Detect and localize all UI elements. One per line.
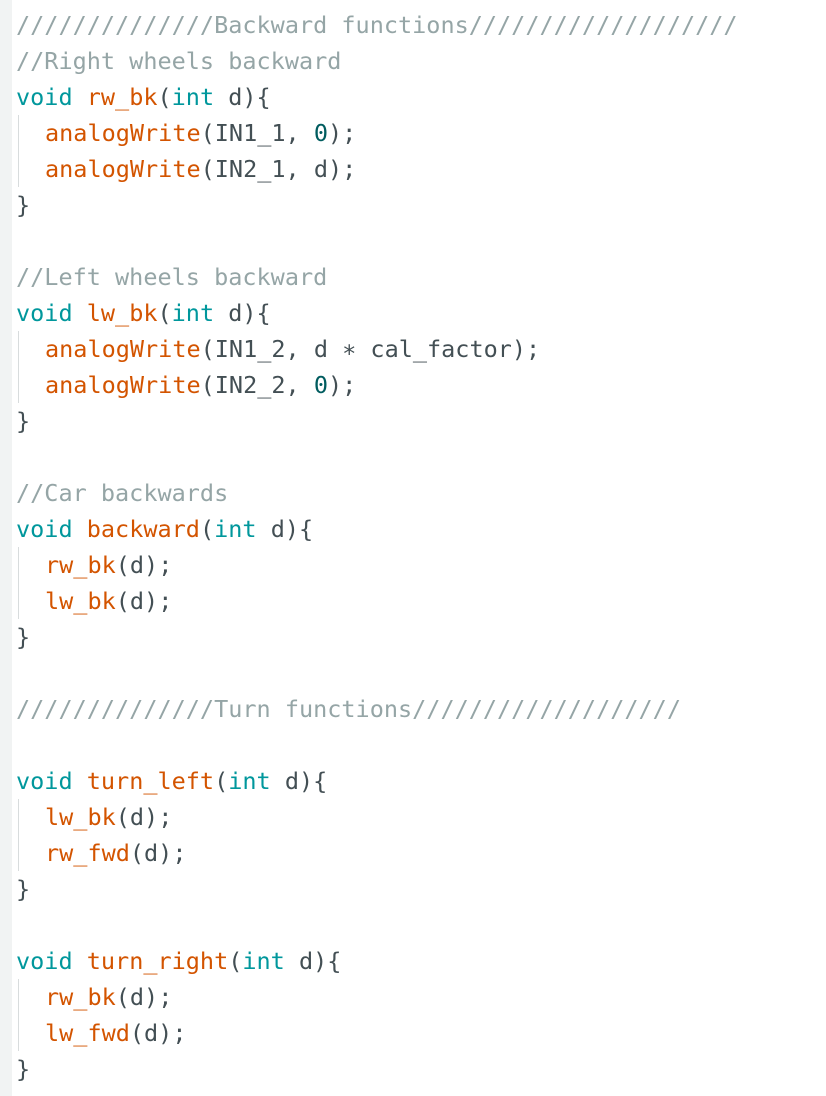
code-line[interactable] — [16, 727, 826, 763]
comment: //Right wheels backward — [16, 47, 342, 75]
function-name: analogWrite — [45, 119, 201, 147]
type-keyword: void — [16, 515, 73, 543]
function-name: lw_fwd — [45, 1019, 130, 1047]
type-keyword: int — [242, 947, 285, 975]
comment: //////////////Backward functions////////… — [16, 11, 738, 39]
comment: //Car backwards — [16, 479, 229, 507]
type-keyword: void — [16, 299, 73, 327]
type-keyword: void — [16, 947, 73, 975]
code-line[interactable]: void turn_right(int d){ — [16, 943, 826, 979]
code-line[interactable]: rw_bk(d); — [16, 979, 826, 1015]
code-line[interactable]: } — [16, 187, 826, 223]
code-text: (d); — [129, 1019, 187, 1047]
function-name: turn_left — [86, 767, 215, 795]
code-text: (d); — [115, 587, 173, 615]
code-line[interactable]: //Left wheels backward — [16, 259, 826, 295]
code-line[interactable]: analogWrite(IN1_2, d ∗ cal_factor); — [16, 331, 826, 367]
function-name: lw_bk — [45, 587, 116, 615]
type-keyword: int — [214, 515, 257, 543]
code-text — [73, 767, 87, 795]
code-text: (d); — [115, 551, 173, 579]
function-name: lw_bk — [45, 803, 116, 831]
code-text: (IN1_1, — [200, 119, 314, 147]
code-line[interactable]: } — [16, 1051, 826, 1087]
code-line[interactable]: lw_fwd(d); — [16, 1015, 826, 1051]
code-editor[interactable]: //////////////Backward functions////////… — [16, 7, 826, 1087]
function-name: rw_bk — [45, 551, 116, 579]
number-literal: 0 — [313, 119, 328, 147]
code-line[interactable]: analogWrite(IN2_2, 0); — [16, 367, 826, 403]
code-text: (IN2_1, d); — [200, 155, 357, 183]
code-text: (d); — [115, 803, 173, 831]
code-text: (IN2_2, — [200, 371, 314, 399]
function-name: analogWrite — [45, 371, 201, 399]
code-line[interactable]: lw_bk(d); — [16, 583, 826, 619]
code-text: ( — [199, 515, 215, 543]
code-line[interactable]: analogWrite(IN1_1, 0); — [16, 115, 826, 151]
code-text — [73, 83, 87, 111]
code-line[interactable]: //////////////Turn functions////////////… — [16, 691, 826, 727]
code-line[interactable]: } — [16, 619, 826, 655]
code-text: d){ — [284, 947, 342, 975]
code-line[interactable]: lw_bk(d); — [16, 799, 826, 835]
code-text: ( — [214, 767, 229, 795]
code-line[interactable]: analogWrite(IN2_1, d); — [16, 151, 826, 187]
type-keyword: int — [228, 767, 271, 795]
code-text: } — [16, 875, 31, 903]
code-text: ( — [228, 947, 243, 975]
code-text: } — [16, 407, 31, 435]
function-name: lw_bk — [86, 299, 158, 327]
code-text: } — [16, 1055, 31, 1083]
code-text — [73, 515, 87, 543]
code-text: ( — [157, 299, 172, 327]
code-text: } — [16, 623, 31, 651]
function-name: backward — [86, 515, 200, 543]
code-line[interactable]: } — [16, 403, 826, 439]
code-line[interactable]: //Car backwards — [16, 475, 826, 511]
function-name: rw_bk — [86, 83, 158, 111]
type-keyword: int — [171, 83, 215, 111]
code-line[interactable]: //////////////Backward functions////////… — [16, 7, 826, 43]
function-name: rw_fwd — [45, 839, 130, 867]
code-line[interactable]: //Right wheels backward — [16, 43, 826, 79]
type-keyword: int — [171, 299, 215, 327]
code-line[interactable]: rw_bk(d); — [16, 547, 826, 583]
function-name: analogWrite — [45, 335, 201, 363]
code-line[interactable]: void lw_bk(int d){ — [16, 295, 826, 331]
comment: //Left wheels backward — [16, 263, 328, 291]
number-literal: 0 — [313, 371, 328, 399]
code-line[interactable] — [16, 223, 826, 259]
code-line[interactable] — [16, 907, 826, 943]
code-text: (d); — [129, 839, 187, 867]
code-text: ); — [327, 119, 357, 147]
code-line[interactable]: void rw_bk(int d){ — [16, 79, 826, 115]
code-line[interactable]: } — [16, 871, 826, 907]
code-line[interactable] — [16, 655, 826, 691]
code-text — [73, 299, 87, 327]
code-text: d){ — [256, 515, 314, 543]
function-name: rw_bk — [45, 983, 116, 1011]
code-text: d){ — [214, 83, 271, 111]
code-line[interactable]: void turn_left(int d){ — [16, 763, 826, 799]
editor-gutter — [0, 0, 12, 1096]
code-line[interactable] — [16, 439, 826, 475]
comment: //////////////Turn functions////////////… — [16, 695, 681, 723]
code-text: d){ — [214, 299, 271, 327]
function-name: analogWrite — [45, 155, 201, 183]
code-text: ); — [327, 371, 357, 399]
code-text: d){ — [270, 767, 328, 795]
code-text — [73, 947, 87, 975]
code-line[interactable]: void backward(int d){ — [16, 511, 826, 547]
code-text: (d); — [115, 983, 173, 1011]
code-line[interactable]: rw_fwd(d); — [16, 835, 826, 871]
type-keyword: void — [16, 83, 73, 111]
code-text: (IN1_2, d ∗ cal_factor); — [200, 335, 541, 363]
code-text: ( — [157, 83, 172, 111]
type-keyword: void — [16, 767, 73, 795]
code-text: } — [16, 191, 31, 219]
function-name: turn_right — [86, 947, 229, 975]
